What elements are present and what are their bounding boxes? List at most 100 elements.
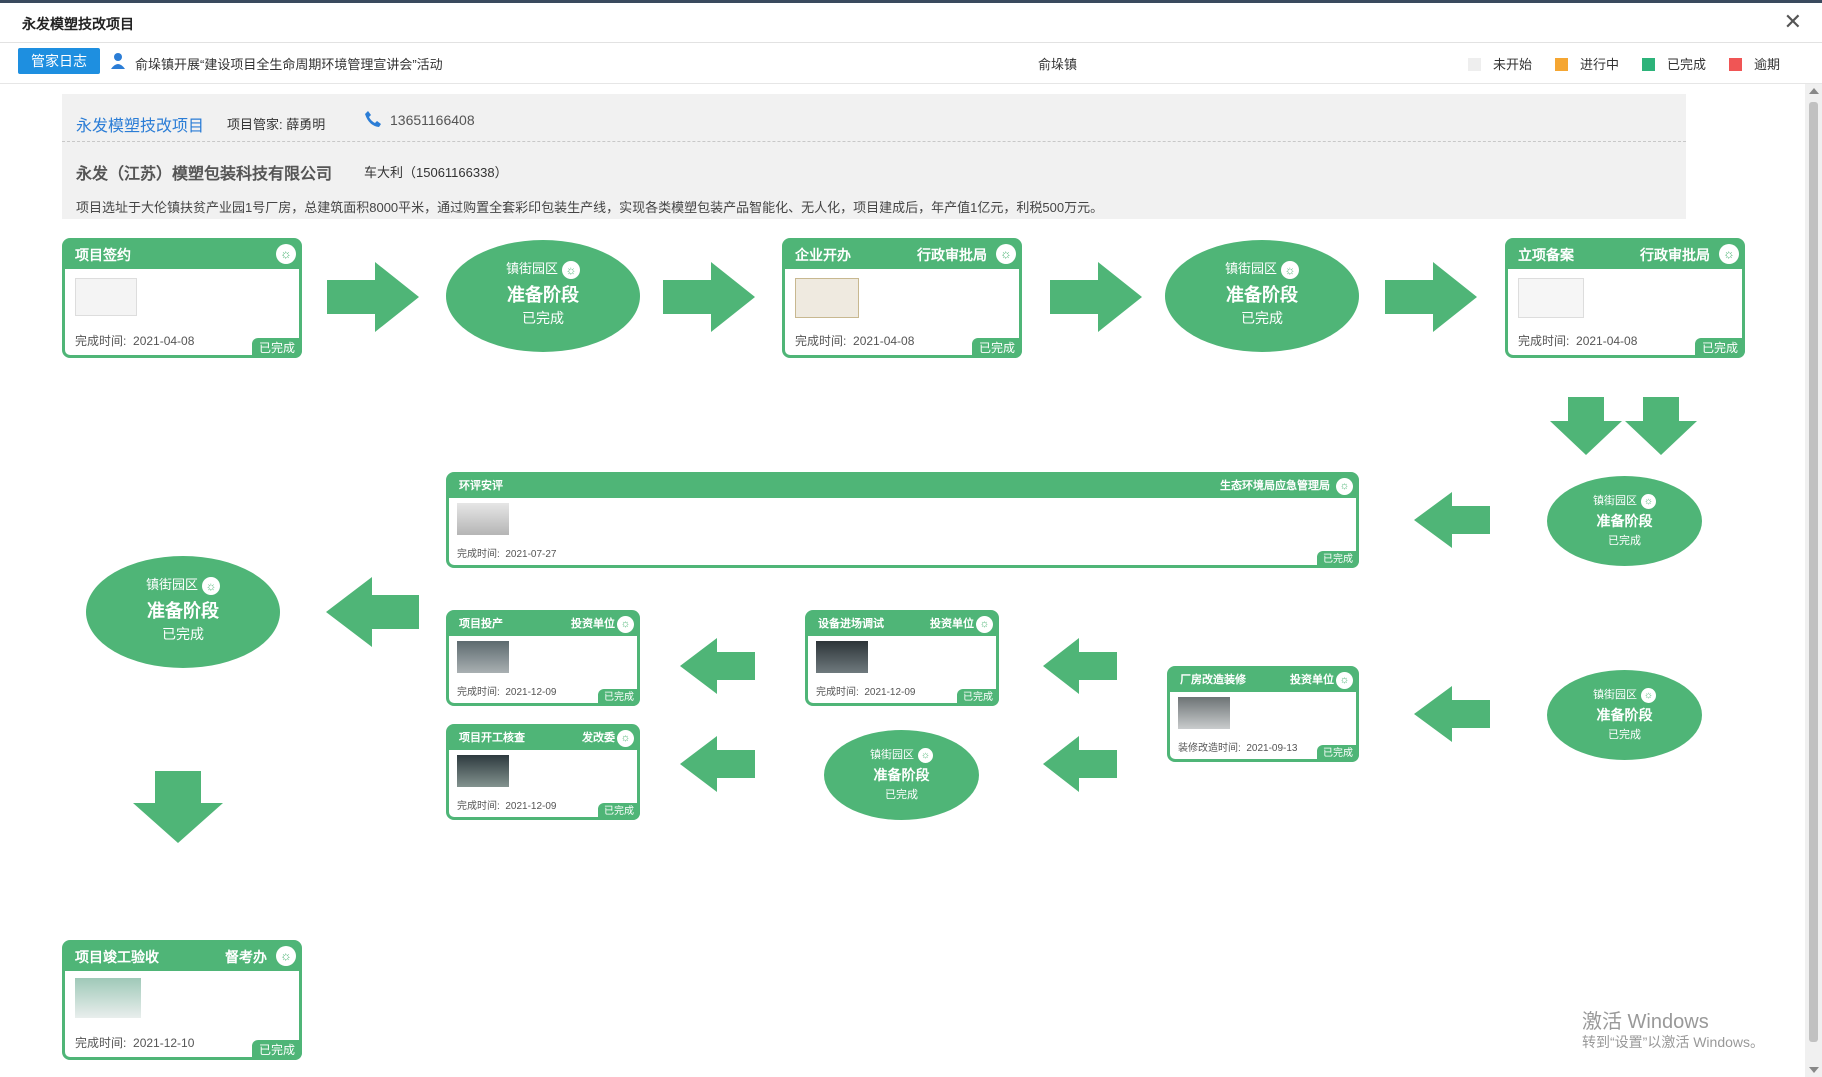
document-thumbnail[interactable] [1518,278,1584,318]
legend-label: 进行中 [1580,57,1620,72]
card-header: 厂房改造装修 投资单位 ☼ [1170,669,1356,692]
status-badge: 已完成 [598,689,640,706]
card-dept: 发改委 [582,732,615,744]
arrow-left [680,638,755,694]
card-title: 项目开工核查 [459,732,525,744]
arrow-right [1050,262,1142,332]
card-dept: 投资单位 [571,618,615,630]
completion-time: 完成时间: 2021-12-09 [457,687,557,698]
photo-thumbnail[interactable] [816,641,868,673]
toolbar: 管家日志 俞垛镇开展“建设项目全生命周期环境管理宣讲会”活动 俞垛镇 未开始 进… [0,43,1822,84]
lightbulb-icon: ☼ [1641,687,1656,703]
status-badge: 已完成 [252,1040,302,1060]
stage-ellipse: 镇街园区☼ 准备阶段 已完成 [446,240,640,352]
arrow-left [1414,492,1490,548]
arrow-left [1043,638,1117,694]
completion-time: 完成时间: 2021-04-08 [795,334,915,348]
lightbulb-icon: ☼ [276,244,296,264]
card-header: 环评安评 生态环境局应急管理局 ☼ [449,475,1356,498]
completion-time: 完成时间: 2021-04-08 [1518,334,1638,348]
card-title: 项目签约 [75,247,131,263]
card-completion-acceptance[interactable]: 项目竣工验收 督考办 ☼ 完成时间: 2021-12-10 已完成 [62,940,302,1060]
photo-thumbnail[interactable] [457,755,509,787]
lightbulb-icon: ☼ [1336,672,1353,689]
lightbulb-icon: ☼ [562,260,580,279]
scroll-down-icon[interactable] [1809,1067,1819,1073]
manager-phone: 13651166408 [390,112,475,128]
close-icon[interactable]: ✕ [1783,9,1802,34]
stage-ellipse: 镇街园区☼ 准备阶段 已完成 [1547,476,1702,566]
card-title: 项目投产 [459,618,503,630]
card-business-setup[interactable]: 企业开办 行政审批局 ☼ 完成时间: 2021-04-08 已完成 [782,238,1022,358]
person-icon [111,53,125,69]
card-dept: 投资单位 [930,618,974,630]
card-project-signing[interactable]: 项目签约 ☼ 完成时间: 2021-04-08 已完成 [62,238,302,358]
lightbulb-icon: ☼ [1281,260,1299,279]
card-header: 项目签约 ☼ [65,241,299,269]
status-badge: 已完成 [252,338,302,358]
project-info-panel: 永发模塑技改项目 项目管家: 薛勇明 13651166408 永发（江苏）模塑包… [62,94,1686,219]
photo-thumbnail[interactable] [457,641,509,673]
arrow-left [680,736,755,792]
arrow-right [1385,262,1477,332]
card-equipment-testing[interactable]: 设备进场调试 投资单位 ☼ 完成时间: 2021-12-09 已完成 [805,610,999,706]
lightbulb-icon: ☼ [1641,493,1656,509]
arrow-down [1625,397,1697,455]
card-header: 设备进场调试 投资单位 ☼ [808,613,996,636]
lightbulb-icon: ☼ [276,946,296,966]
lightbulb-icon: ☼ [1336,478,1353,495]
legend-label: 未开始 [1493,57,1533,72]
card-title: 项目竣工验收 [75,949,159,965]
arrow-right [663,262,755,332]
arrow-left [1414,686,1490,742]
lightbulb-icon: ☼ [976,616,993,633]
legend-swatch [1729,58,1742,71]
vertical-scrollbar[interactable] [1805,84,1822,1077]
card-header: 项目竣工验收 督考办 ☼ [65,943,299,971]
card-factory-renovation[interactable]: 厂房改造装修 投资单位 ☼ 装修改造时间: 2021-09-13 已完成 [1167,666,1359,762]
photo-thumbnail[interactable] [457,503,509,535]
legend-swatch [1555,58,1568,71]
project-name[interactable]: 永发模塑技改项目 [76,118,205,135]
arrow-right [327,262,419,332]
card-project-production[interactable]: 项目投产 投资单位 ☼ 完成时间: 2021-12-09 已完成 [446,610,640,706]
legend-overdue: 逾期 [1729,54,1780,73]
card-title: 立项备案 [1518,247,1574,263]
manager-log-button[interactable]: 管家日志 [18,48,100,74]
lightbulb-icon: ☼ [1719,244,1739,264]
lightbulb-icon: ☼ [617,616,634,633]
legend-label: 逾期 [1754,57,1781,72]
card-header: 立项备案 行政审批局 ☼ [1508,241,1742,269]
card-header: 项目开工核查 发改委 ☼ [449,727,637,750]
activity-link[interactable]: 俞垛镇开展“建设项目全生命周期环境管理宣讲会”活动 [135,57,443,72]
license-thumbnail[interactable] [795,278,859,318]
card-dept: 投资单位 [1290,674,1334,686]
town-label: 俞垛镇 [1038,57,1078,72]
lightbulb-icon: ☼ [996,244,1016,264]
status-badge: 已完成 [957,689,999,706]
card-title: 企业开办 [795,247,851,263]
legend-swatch [1642,58,1655,71]
completion-time: 完成时间: 2021-12-09 [457,801,557,812]
card-title: 厂房改造装修 [1180,674,1246,686]
arrow-left [1043,736,1117,792]
scroll-up-icon[interactable] [1809,88,1819,94]
arrow-down [133,771,223,843]
windows-activation-watermark: 激活 Windows [1582,1011,1709,1033]
document-thumbnail[interactable] [75,278,137,316]
status-badge: 已完成 [1317,551,1359,568]
card-project-filing[interactable]: 立项备案 行政审批局 ☼ 完成时间: 2021-04-08 已完成 [1505,238,1745,358]
card-construction-start-check[interactable]: 项目开工核查 发改委 ☼ 完成时间: 2021-12-09 已完成 [446,724,640,820]
stage-ellipse: 镇街园区☼ 准备阶段 已完成 [824,730,979,820]
photo-thumbnail[interactable] [75,978,141,1018]
phone-icon [365,111,381,127]
card-dept: 生态环境局应急管理局 [1220,480,1330,492]
card-dept: 督考办 [225,949,267,965]
scrollbar-thumb[interactable] [1809,102,1818,1042]
card-environmental-assessment[interactable]: 环评安评 生态环境局应急管理局 ☼ 完成时间: 2021-07-27 已完成 [446,472,1359,568]
stage-ellipse: 镇街园区☼ 准备阶段 已完成 [86,556,280,668]
card-header: 企业开办 行政审批局 ☼ [785,241,1019,269]
photo-thumbnail[interactable] [1178,697,1230,729]
card-dept: 行政审批局 [1640,247,1710,263]
